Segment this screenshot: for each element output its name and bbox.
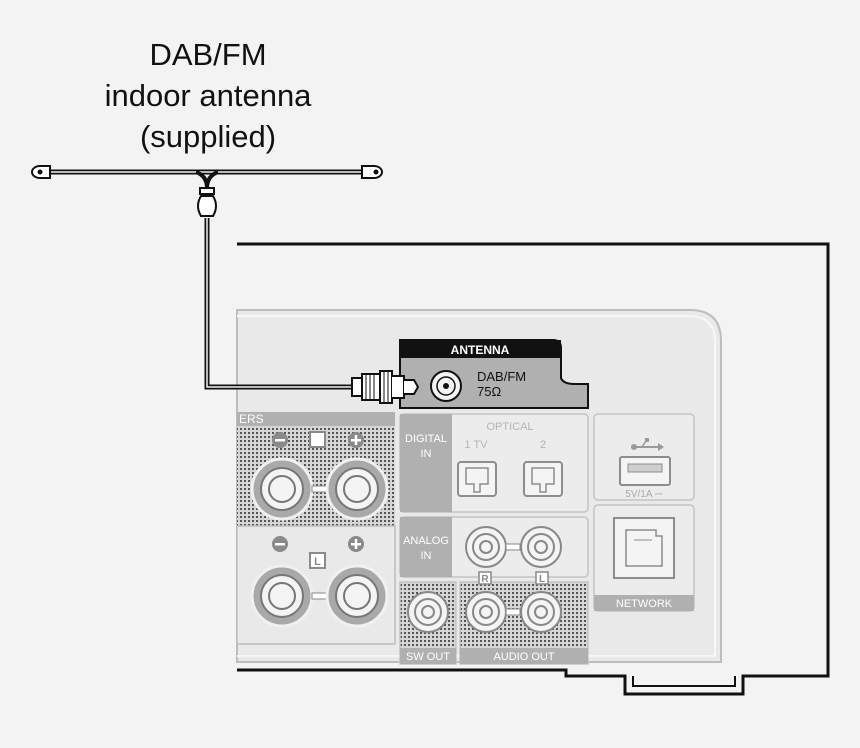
digital-in-section: DIGITAL IN OPTICAL 1 TV 2 bbox=[399, 413, 589, 513]
speaker-post-upper-positive bbox=[325, 457, 389, 521]
channel-l-badge bbox=[535, 571, 549, 585]
rca-jack-analog-in-l bbox=[520, 526, 562, 568]
impedance-label: 75Ω bbox=[477, 384, 501, 399]
dabfm-port-label: DAB/FM bbox=[477, 369, 526, 384]
optical-1-label: 1 TV bbox=[464, 439, 488, 451]
audio-out-bridge bbox=[505, 608, 521, 616]
caption-line-1: DAB/FM bbox=[149, 37, 267, 72]
antenna-lug-left bbox=[31, 165, 51, 179]
usb-icon bbox=[631, 438, 664, 451]
rear-panel-bevel bbox=[237, 315, 716, 657]
minus-icon bbox=[272, 432, 288, 448]
speaker-l-text: L bbox=[314, 556, 321, 568]
ethernet-port-icon bbox=[613, 517, 675, 579]
receiver-foot bbox=[632, 676, 736, 687]
rca-jack-sw-out bbox=[407, 591, 449, 633]
audio-out-section: AUDIO OUT R L bbox=[459, 571, 589, 665]
antenna-junction bbox=[197, 187, 217, 217]
antenna-label: ANTENNA bbox=[451, 343, 510, 357]
sw-out-label: SW OUT bbox=[406, 651, 450, 663]
usb-rating-label: 5V/1A ⎓ bbox=[625, 489, 662, 500]
audio-out-label: AUDIO OUT bbox=[493, 651, 554, 663]
rca-jack-audio-out-r bbox=[465, 591, 507, 633]
channel-r-badge bbox=[478, 571, 492, 585]
plus-icon bbox=[348, 432, 364, 448]
coaxial-connector-icon bbox=[430, 370, 462, 402]
digital-in-label-1: DIGITAL bbox=[405, 433, 447, 445]
speakers-label: ERS bbox=[239, 412, 264, 426]
analog-in-label-1: ANALOG bbox=[403, 535, 449, 547]
antenna-lug-right bbox=[361, 165, 383, 179]
caption-line-2: indoor antenna bbox=[104, 78, 312, 113]
speaker-terminals-section: ERS bbox=[236, 412, 396, 645]
network-label: NETWORK bbox=[616, 598, 673, 610]
optical-2-label: 2 bbox=[540, 439, 546, 451]
speaker-l-badge-bottom bbox=[309, 552, 326, 569]
speaker-l-badge-top bbox=[309, 431, 326, 448]
receiver-chassis-outline bbox=[237, 242, 830, 696]
dabfm-indoor-antenna bbox=[31, 165, 420, 404]
usb-port-section: 5V/1A ⎓ bbox=[593, 413, 695, 501]
sw-out-section: SW OUT bbox=[399, 581, 457, 665]
caption-line-3: (supplied) bbox=[139, 119, 277, 154]
channel-l-label: L bbox=[539, 574, 545, 585]
speaker-post-upper-negative bbox=[250, 457, 314, 521]
optical-port-icon bbox=[457, 461, 497, 497]
plus-icon bbox=[348, 536, 364, 552]
minus-icon bbox=[272, 536, 288, 552]
analog-in-bridge bbox=[505, 543, 521, 551]
antenna-terminal-block: ANTENNA DAB/FM 75Ω bbox=[399, 339, 589, 409]
optical-label: OPTICAL bbox=[486, 421, 533, 433]
optical-port-icon bbox=[523, 461, 563, 497]
speaker-post-lower-negative bbox=[250, 564, 314, 628]
digital-in-label-2: IN bbox=[421, 448, 432, 460]
rca-jack-audio-out-l bbox=[520, 591, 562, 633]
speaker-post-lower-positive bbox=[325, 564, 389, 628]
antenna-plug bbox=[351, 370, 420, 404]
channel-r-label: R bbox=[481, 574, 489, 585]
analog-in-section: ANALOG IN bbox=[399, 516, 589, 578]
rca-jack-analog-in-r bbox=[465, 526, 507, 568]
network-port-section: NETWORK bbox=[593, 504, 695, 612]
analog-in-label-2: IN bbox=[421, 550, 432, 562]
